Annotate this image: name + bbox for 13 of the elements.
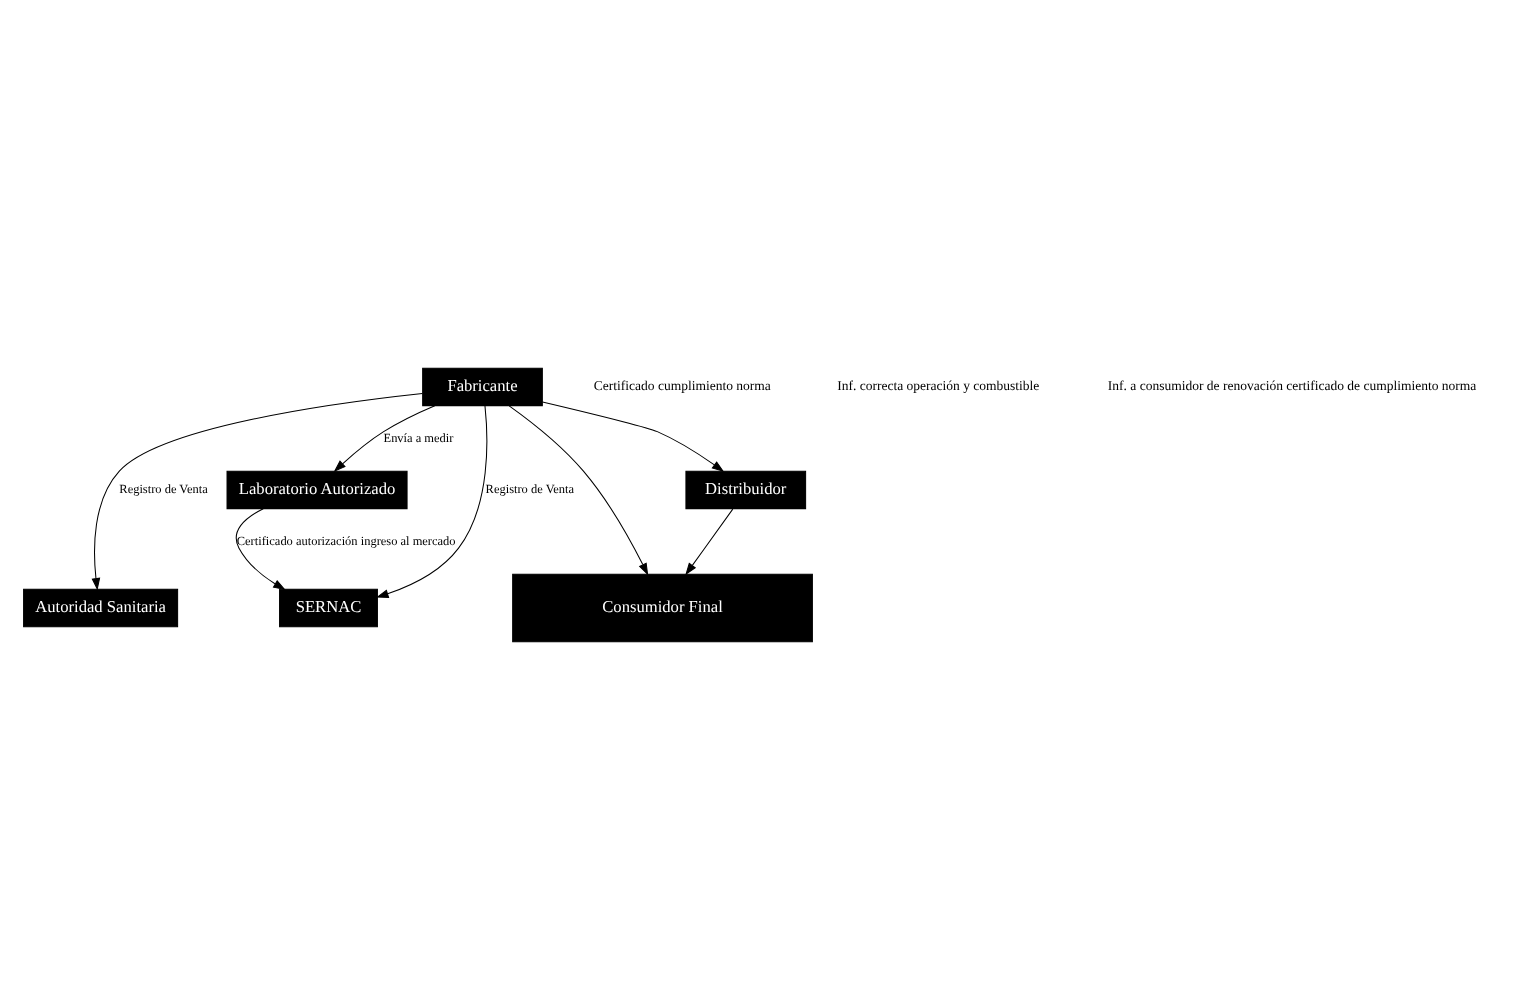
node-box: SERNAC [279,587,378,627]
arrow [91,392,423,590]
arrow [376,404,488,597]
arrow [333,404,436,472]
node-box: Laboratorio Autorizado [226,469,408,509]
node-box: Distribuidor [685,469,807,509]
node-box: Fabricante [422,366,543,406]
arrow [235,507,286,590]
arrow [508,404,649,575]
arrow [685,507,734,575]
node-box: Autoridad Sanitaria [23,587,179,627]
node-box: Consumidor Final [512,572,813,642]
arrow [542,400,725,471]
